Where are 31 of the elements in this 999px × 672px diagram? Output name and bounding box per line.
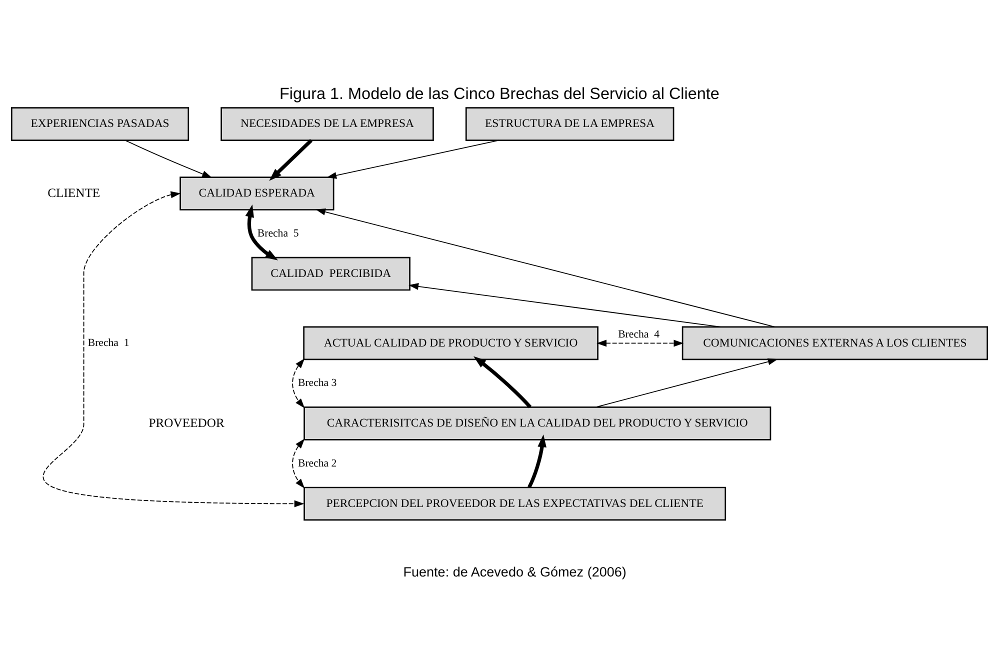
diagram-title: Figura 1. Modelo de las Cinco Brechas del Servicio al Cliente (280, 85, 720, 104)
edge-label: Brecha 1 (88, 337, 130, 350)
node-box: EXPERIENCIAS PASADAS (10, 107, 190, 141)
edge-label: Brecha 4 (618, 328, 660, 340)
node-box: ESTRUCTURA DE LA EMPRESA (465, 107, 674, 141)
node-box: CALIDAD ESPERADA (180, 176, 334, 210)
arrow (474, 356, 532, 408)
arrow (245, 204, 278, 260)
arrow (316, 208, 776, 328)
node-box: NECESIDADES DE LA EMPRESA (220, 107, 434, 141)
edge-label: Brecha 2 (298, 457, 337, 470)
caption: Fuente: de Acevedo & Gómez (2006) (403, 564, 626, 580)
edge-label: Brecha 3 (298, 377, 337, 390)
label: PROVEEDOR (148, 416, 224, 430)
arrow (595, 358, 778, 408)
arrow (292, 438, 305, 489)
arrow (269, 139, 313, 181)
arrow (124, 140, 212, 178)
node-box: CALIDAD PERCIBIDA (251, 256, 410, 291)
arrow (408, 282, 722, 328)
edge-label: Brecha 5 (257, 227, 299, 240)
arrow (596, 340, 684, 347)
arrow (528, 434, 546, 488)
label: CLIENTE (48, 186, 100, 200)
node-box: COMUNICACIONES EXTERNAS A LOS CLIENTES (682, 326, 988, 360)
node-box: ACTUAL CALIDAD DE PRODUCTO Y SERVICIO (303, 326, 598, 360)
arrow (292, 358, 305, 408)
node-box: CARACTERISITCAS DE DISEÑO EN LA CALIDAD DEL PRODUCTO Y SERVICIO (304, 406, 772, 440)
node-box: PERCEPCION DEL PROVEEDOR DE LAS EXPECTATIVAS DEL CLIENTE (304, 486, 726, 521)
arrow (326, 140, 500, 179)
arrow (42, 191, 304, 508)
